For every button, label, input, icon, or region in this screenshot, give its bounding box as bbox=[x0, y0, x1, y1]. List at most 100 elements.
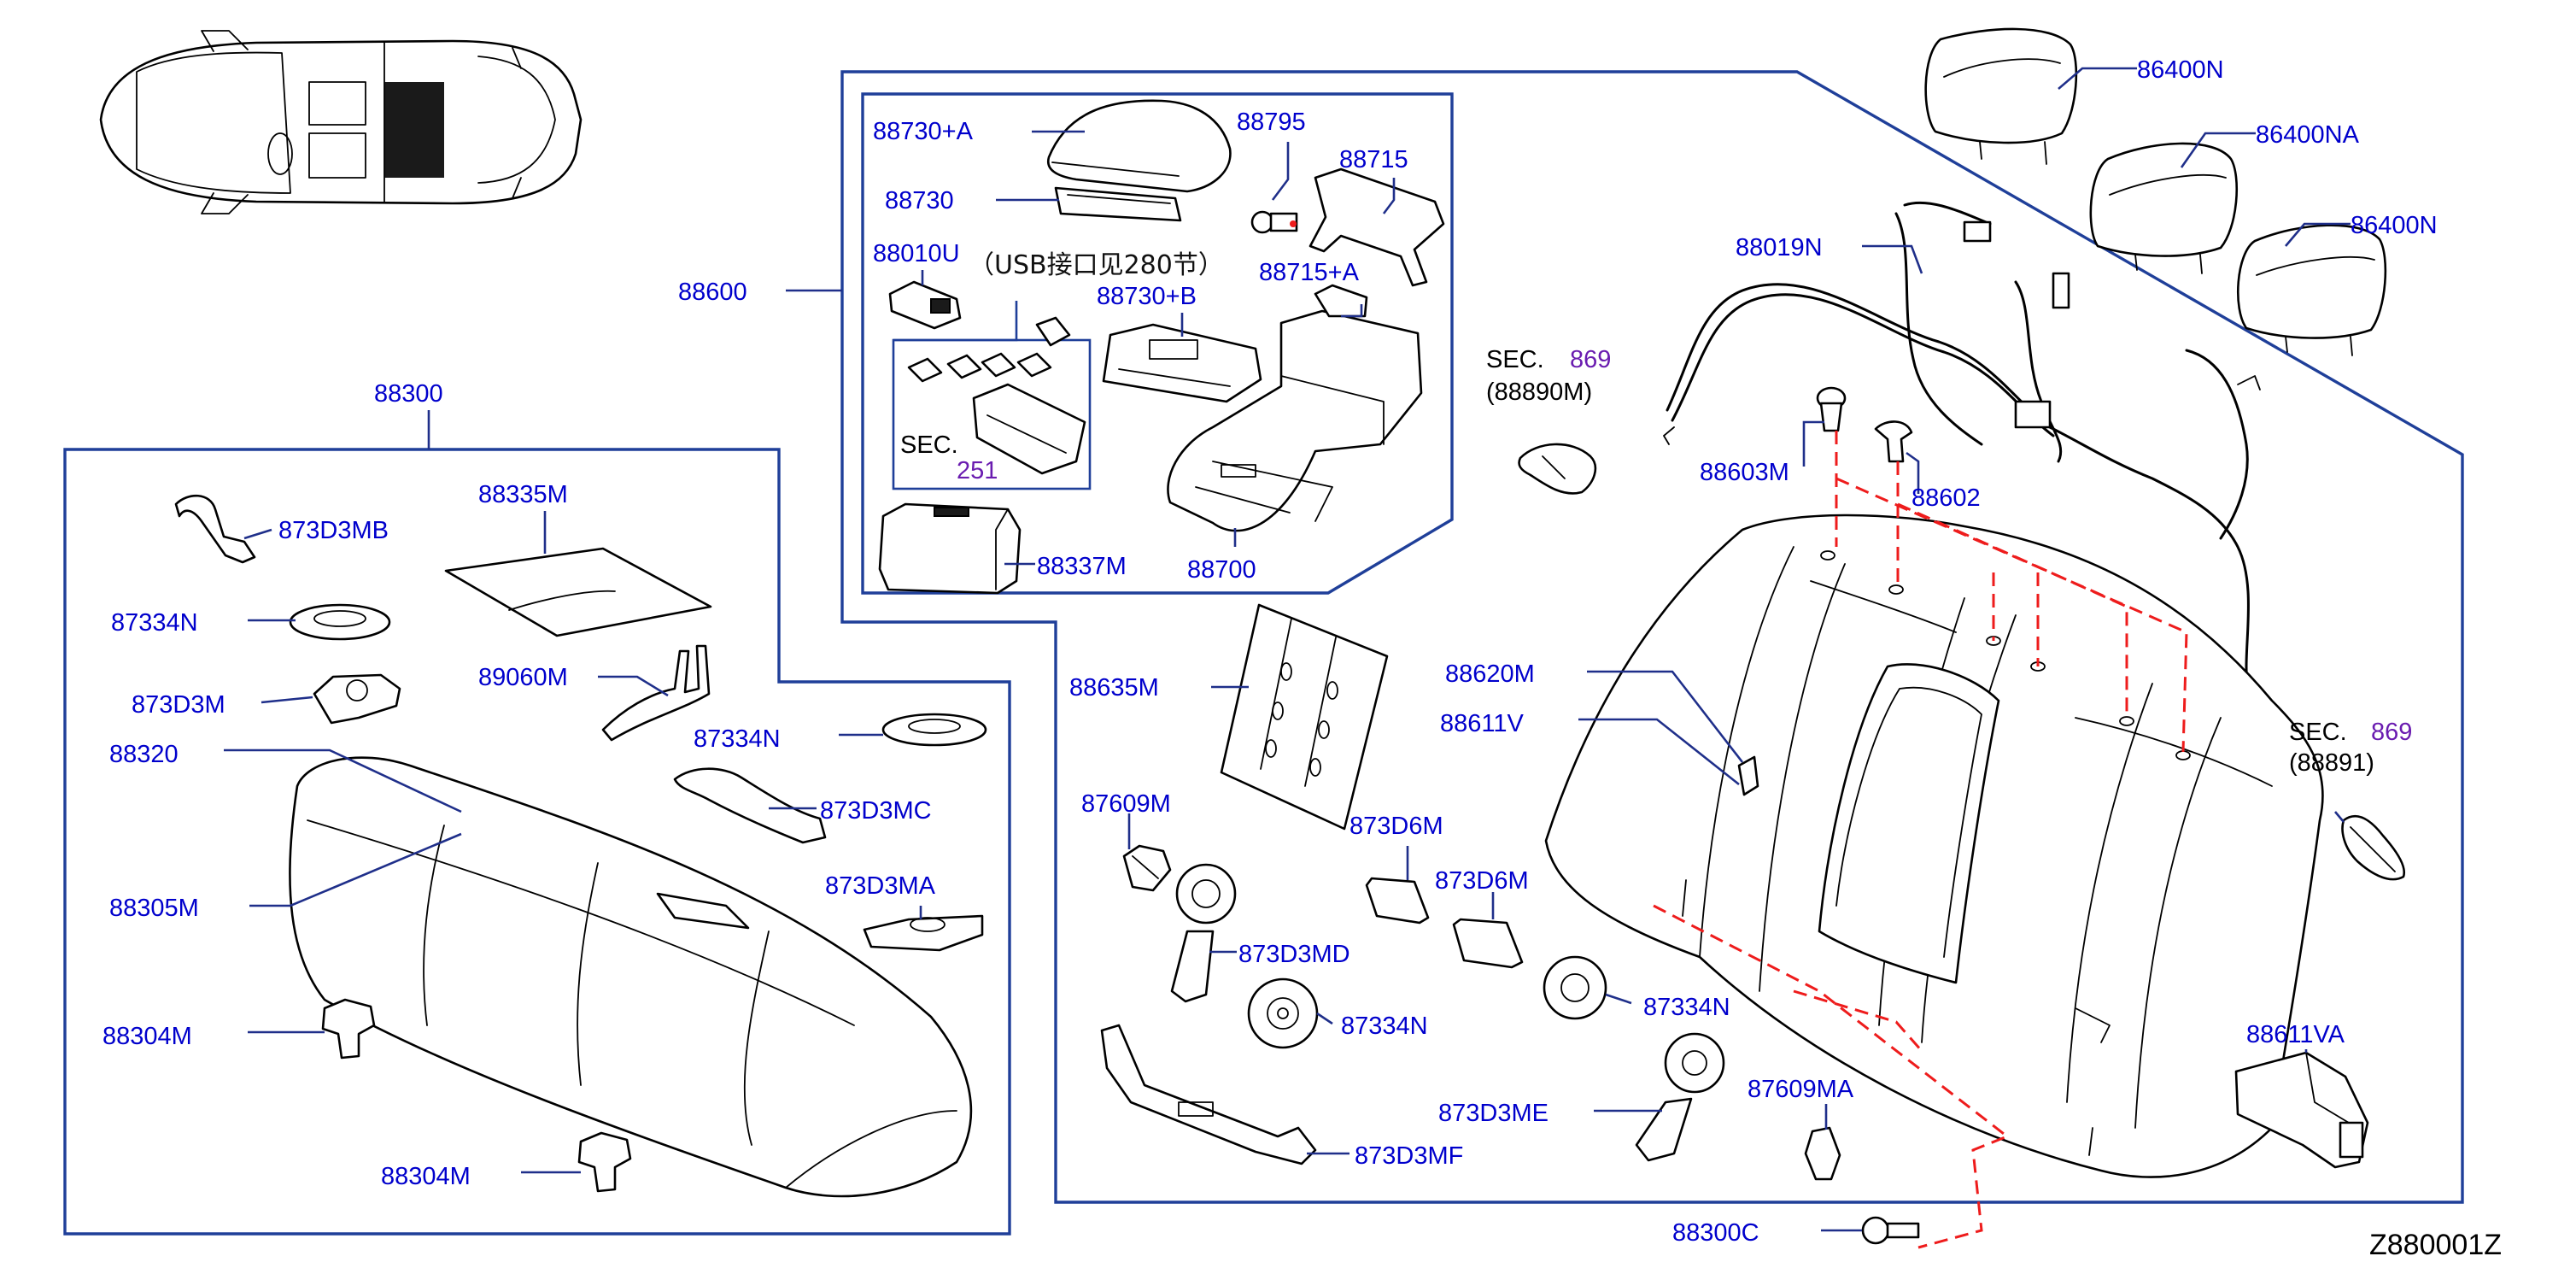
label-873d3md: 873D3MD bbox=[1238, 941, 1350, 968]
label-87334n-1: 87334N bbox=[111, 609, 198, 637]
label-873d3mf: 873D3MF bbox=[1355, 1142, 1463, 1170]
label-87609m: 87609M bbox=[1081, 790, 1171, 818]
label-873d6m-2: 873D6M bbox=[1435, 867, 1529, 895]
label-88603m: 88603M bbox=[1700, 459, 1789, 486]
label-88611va: 88611VA bbox=[2246, 1021, 2345, 1048]
label-873d3mb: 873D3MB bbox=[278, 517, 389, 544]
hinge-88715-icon bbox=[1308, 167, 1445, 287]
label-88730: 88730 bbox=[885, 187, 954, 214]
sec-869-right-number: 869 bbox=[2371, 719, 2412, 746]
screw-88795-icon bbox=[1250, 210, 1298, 234]
clip-88304m-top-icon bbox=[321, 998, 376, 1060]
label-88730a: 88730+A bbox=[873, 118, 974, 145]
label-873d3mc: 873D3MC bbox=[820, 797, 932, 825]
headrest-1-icon bbox=[1924, 27, 2078, 165]
seat-back-icon bbox=[1544, 514, 2324, 1178]
label-88335m: 88335M bbox=[478, 481, 568, 508]
trim-piece-right-icon bbox=[2341, 814, 2406, 881]
label-88635m: 88635M bbox=[1069, 674, 1159, 702]
sec-869-left-ref: (88890M) bbox=[1486, 379, 1592, 406]
label-873d3ma: 873D3MA bbox=[825, 872, 936, 900]
blower-87334n-right-icon bbox=[1543, 955, 1607, 1020]
armrest-latch-88730-icon bbox=[1054, 186, 1182, 222]
label-88300c: 88300C bbox=[1672, 1219, 1759, 1247]
label-87609ma: 87609MA bbox=[1748, 1076, 1854, 1103]
duct-873d3mc-icon bbox=[673, 767, 827, 844]
bracket-873d3mb-icon bbox=[174, 494, 256, 564]
label-89060m: 89060M bbox=[478, 664, 568, 691]
fan-873d3m-left-icon bbox=[313, 673, 401, 725]
label-88300: 88300 bbox=[374, 380, 443, 408]
duct-89060m-icon bbox=[601, 644, 711, 742]
label-86400na: 86400NA bbox=[2256, 121, 2360, 149]
sec-869-right-prefix: SEC. bbox=[2289, 719, 2347, 746]
module-873d6m-2-icon bbox=[1452, 918, 1524, 969]
vehicle-top-view-icon bbox=[99, 30, 583, 214]
trim-piece-left-icon bbox=[1518, 443, 1597, 495]
rear-seat-back-frame bbox=[840, 70, 2464, 1204]
usb-note: （USB接口见280节） bbox=[969, 250, 1224, 280]
label-88337m: 88337M bbox=[1037, 553, 1127, 580]
label-873d6m-1: 873D6M bbox=[1349, 813, 1443, 840]
fan-duct-873d3md-icon bbox=[1170, 863, 1237, 1003]
label-88600: 88600 bbox=[678, 279, 747, 306]
bracket-873d3ma-icon bbox=[863, 914, 984, 952]
module-873d6m-1-icon bbox=[1365, 877, 1430, 925]
clip-88603m-icon bbox=[1816, 386, 1847, 432]
pad-88335m-icon bbox=[444, 547, 712, 637]
storage-bin-88337m-icon bbox=[878, 502, 1022, 595]
cupholder-panel-88730b-icon bbox=[1102, 323, 1262, 403]
label-88620m: 88620M bbox=[1445, 660, 1535, 688]
label-88010u: 88010U bbox=[873, 240, 960, 267]
sec-869-left-number: 869 bbox=[1570, 346, 1611, 373]
blower-87334n-bottom-icon bbox=[1247, 977, 1319, 1049]
label-88304m-2: 88304M bbox=[381, 1163, 471, 1190]
blower-87334n-mid-icon bbox=[881, 713, 987, 747]
clip-88602-icon bbox=[1874, 420, 1913, 463]
label-88715: 88715 bbox=[1339, 146, 1408, 173]
label-873d3m: 873D3M bbox=[132, 691, 225, 719]
duct-873d3mf-icon bbox=[1100, 1024, 1317, 1165]
headrest-3-icon bbox=[2237, 224, 2387, 356]
sec-251-prefix: SEC. bbox=[900, 431, 958, 459]
blower-87334n-left-icon bbox=[289, 603, 391, 641]
label-88305m: 88305M bbox=[109, 895, 199, 922]
label-88602: 88602 bbox=[1912, 484, 1981, 512]
armrest-bracket-icon bbox=[2234, 1051, 2369, 1169]
back-panel-88635m-icon bbox=[1220, 603, 1389, 831]
bolt-88300c-icon bbox=[1861, 1216, 1920, 1245]
clip-position-dashed-lines bbox=[1653, 431, 2188, 1249]
label-87334n-3: 87334N bbox=[1341, 1013, 1428, 1040]
sec-869-right-ref: (88891) bbox=[2289, 749, 2374, 777]
fan-duct-873d3me-icon bbox=[1635, 1032, 1725, 1162]
armrest-subframe bbox=[861, 92, 1454, 595]
label-88320: 88320 bbox=[109, 741, 179, 768]
usb-module-88010u-icon bbox=[888, 280, 962, 330]
label-88715a: 88715+A bbox=[1259, 259, 1360, 286]
armrest-body-88700-icon bbox=[1167, 284, 1423, 532]
armrest-lid-icon bbox=[1046, 99, 1232, 193]
label-88730b: 88730+B bbox=[1097, 283, 1197, 310]
sec-869-left-prefix: SEC. bbox=[1486, 346, 1544, 373]
label-88304m-1: 88304M bbox=[102, 1023, 192, 1050]
sec-251-number: 251 bbox=[957, 457, 998, 484]
bracket-87609ma-icon bbox=[1804, 1126, 1841, 1181]
clip-88620m-icon bbox=[1737, 755, 1759, 796]
clip-88304m-bottom-icon bbox=[577, 1131, 632, 1193]
label-87334n-2: 87334N bbox=[694, 725, 781, 753]
seat-cushion-frame bbox=[63, 448, 1011, 1236]
label-88700: 88700 bbox=[1187, 556, 1256, 584]
label-86400n-1: 86400N bbox=[2137, 56, 2224, 84]
diagram-code: Z880001Z bbox=[2369, 1229, 2502, 1261]
label-86400n-2: 86400N bbox=[2351, 212, 2438, 239]
leader-lines bbox=[224, 67, 2351, 1232]
label-88795: 88795 bbox=[1237, 109, 1306, 136]
bracket-87609m-icon bbox=[1122, 844, 1172, 892]
label-88611v: 88611V bbox=[1440, 710, 1524, 737]
switch-cluster-sec251-icon bbox=[907, 316, 1086, 475]
label-87334n-4: 87334N bbox=[1643, 994, 1730, 1021]
label-873d3me: 873D3ME bbox=[1438, 1100, 1549, 1127]
part-labels: 86400N 86400NA 86400N 88019N 88603M 8860… bbox=[102, 56, 2502, 1261]
label-88019n: 88019N bbox=[1736, 234, 1823, 261]
